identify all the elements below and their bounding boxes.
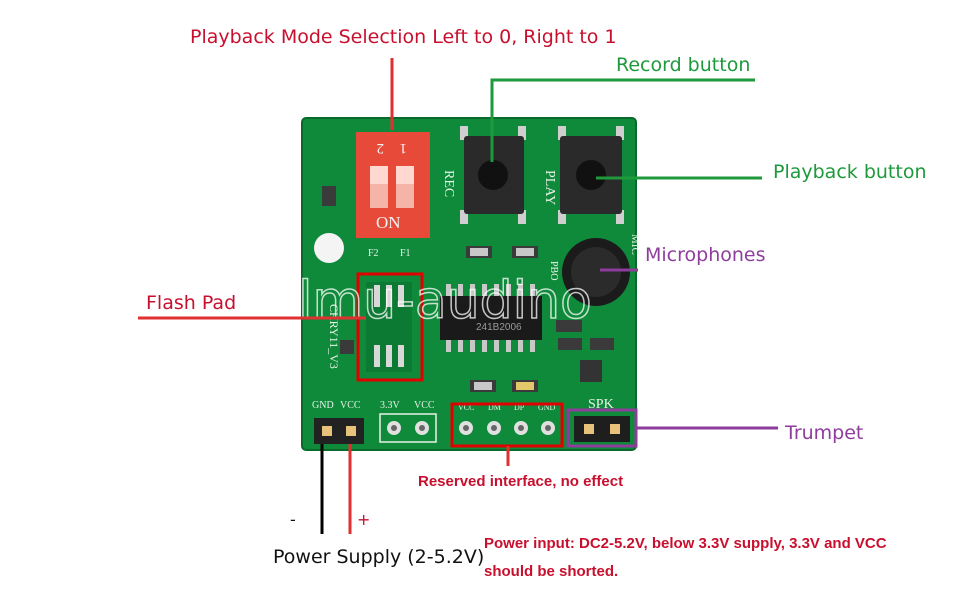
power-supply-annotation: Power Supply (2-5.2V) <box>273 546 485 568</box>
play-label: PLAY <box>542 170 557 205</box>
main-chip: 241B2006 <box>440 284 542 352</box>
reserved-pin-gnd: GND <box>538 403 556 412</box>
switch-2-label: 2 <box>377 140 385 156</box>
smd-component <box>558 338 582 350</box>
power-input-line2: should be shorted. <box>484 563 619 580</box>
speaker-connector[interactable] <box>574 416 630 442</box>
playback-button-annotation: Playback button <box>773 161 927 183</box>
trumpet-annotation: Trumpet <box>785 422 864 444</box>
flash-pad-annotation: Flash Pad <box>146 292 237 314</box>
model-label: CHRY11_V3 <box>327 304 341 369</box>
playback-mode-annotation: Playback Mode Selection Left to 0, Right… <box>190 26 617 48</box>
power-header[interactable] <box>314 418 364 444</box>
reserved-pin-dm: DM <box>488 403 501 412</box>
reserved-interface <box>459 421 555 435</box>
reserved-pin-vcc: VCC <box>458 403 474 412</box>
playback-button[interactable] <box>558 126 624 224</box>
reserved-interface-annotation: Reserved interface, no effect <box>418 473 624 490</box>
reserved-pin-dp: DP <box>514 403 525 412</box>
gnd-label: GND <box>312 400 334 411</box>
minus-sign: - <box>290 510 296 529</box>
pbo-label: PBO <box>548 261 559 280</box>
mic-label: MIC <box>629 234 641 255</box>
smd-component <box>580 360 602 382</box>
voltage-select-pads[interactable] <box>379 413 437 443</box>
flash-pad-highlight <box>356 272 424 382</box>
chip-label: 241B2006 <box>476 322 522 333</box>
smd-component <box>590 338 614 350</box>
plus-sign: + <box>357 510 371 529</box>
spk-label: SPK <box>588 397 614 412</box>
f1-label: F1 <box>400 248 411 259</box>
flash-pad <box>366 282 412 372</box>
record-leader <box>490 78 755 162</box>
vcc2-label: VCC <box>414 400 435 411</box>
power-input-line1: Power input: DC2-5.2V, below 3.3V supply… <box>484 535 887 552</box>
f2-label: F2 <box>368 248 379 259</box>
switch-on-label: ON <box>376 213 401 232</box>
smd-component <box>340 340 354 354</box>
microphones-annotation: Microphones <box>645 244 766 266</box>
watermark: lmu-audino <box>298 271 592 331</box>
v33-label: 3.3V <box>380 400 401 411</box>
dip-switch[interactable]: 2 1 ON <box>356 132 430 238</box>
record-button[interactable] <box>460 126 526 224</box>
smd-component <box>556 320 582 332</box>
smd-component <box>322 186 336 206</box>
record-button-annotation: Record button <box>616 54 751 76</box>
switch-1-label: 1 <box>400 140 408 156</box>
vcc-label: VCC <box>340 400 361 411</box>
mounting-hole <box>314 233 344 263</box>
rec-label: REC <box>441 170 456 197</box>
